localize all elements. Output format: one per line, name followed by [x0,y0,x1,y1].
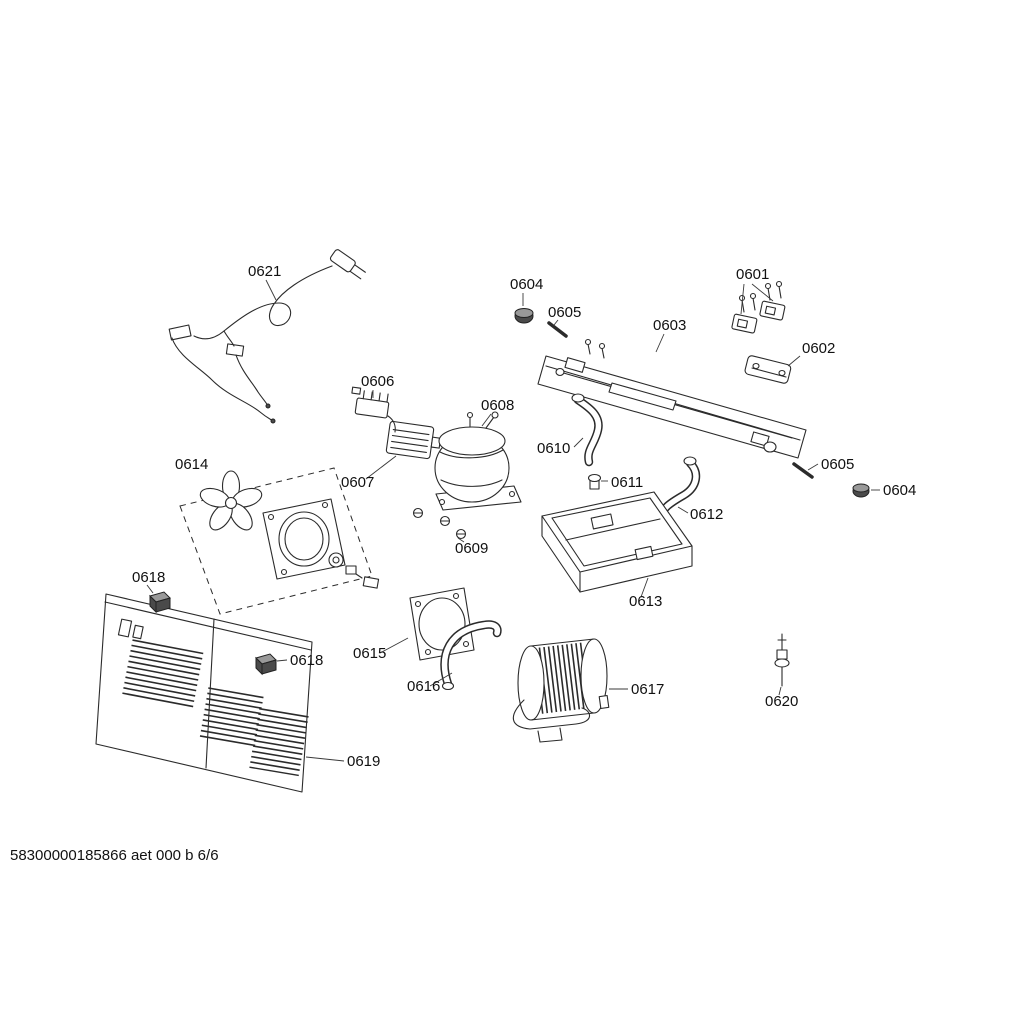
document-code: 58300000185866 aet 000 b 6/6 [10,847,219,864]
compressor-drawing [434,411,522,511]
part-label-0607: 0607 [341,474,374,491]
part-label-0617: 0617 [631,681,664,698]
tube-fitting-drawing [587,473,602,490]
terminal-block-drawing [351,386,390,419]
part-label-0616: 0616 [407,678,440,695]
part-label-0606: 0606 [361,373,394,390]
clip-lower-drawing [255,653,277,676]
part-label-0612: 0612 [690,506,723,523]
part-label-0619: 0619 [347,753,380,770]
part-label-0613: 0613 [629,593,662,610]
discharge-tube-drawing [571,393,603,467]
screws-drawing [412,507,467,540]
clip-upper-drawing [149,591,171,614]
part-label-0614: 0614 [175,456,208,473]
part-label-0608: 0608 [481,397,514,414]
condenser-drawing [512,638,610,743]
part-label-0610: 0610 [537,440,570,457]
part-label-0605-top: 0605 [548,304,581,321]
bracket-drawing [744,355,792,384]
part-label-0618-lower: 0618 [290,652,323,669]
mounting-rail-drawing [537,338,807,459]
pin-right-drawing [792,462,814,479]
fan-frame-drawing [409,587,475,661]
part-label-0601: 0601 [736,266,769,283]
leader-lines [146,279,880,762]
bracket-pair-drawing [731,280,786,334]
part-label-0611: 0611 [611,474,643,491]
starter-relay-drawing [385,420,442,460]
part-label-0618-upper: 0618 [132,569,165,586]
valve-drawing [774,633,790,687]
fan-assembly-drawing [179,467,380,615]
grommet-right-drawing [852,483,870,498]
tube-arc-drawing [440,620,502,691]
part-label-0603: 0603 [653,317,686,334]
part-label-0620: 0620 [765,693,798,710]
part-label-0621: 0621 [248,263,281,280]
part-label-0604-right: 0604 [883,482,916,499]
part-label-0602: 0602 [802,340,835,357]
fan-shroud [262,498,346,580]
part-label-0609: 0609 [455,540,488,557]
part-labels: 0621 0604 0605 0603 0601 0602 0606 0608 … [132,263,916,770]
fan-blade [199,470,263,531]
pin-top-drawing [547,321,568,338]
grommet-top-drawing [514,308,534,324]
back-panel-drawing [95,593,313,793]
drain-pan-drawing [541,491,693,593]
part-label-0604-top: 0604 [510,276,543,293]
part-label-0615: 0615 [353,645,386,662]
power-cord-drawing [168,249,366,424]
part-label-0605-right: 0605 [821,456,854,473]
